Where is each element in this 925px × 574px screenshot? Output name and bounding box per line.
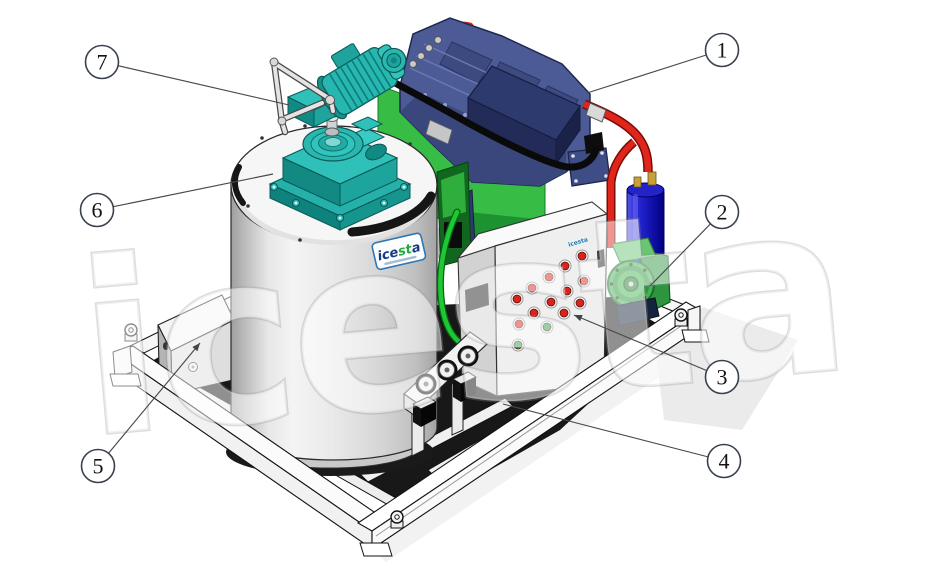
pipe-union xyxy=(585,102,607,123)
sticker-text-ice: ice xyxy=(376,245,400,264)
refrigeration-circuit xyxy=(582,99,671,327)
water-box xyxy=(157,294,235,395)
sticker-text-st: st xyxy=(397,242,415,260)
panel-button-red xyxy=(527,306,541,320)
panel-handle xyxy=(597,249,605,268)
panel-button-red xyxy=(560,284,574,298)
water-pipes xyxy=(269,57,337,136)
lifting-lug xyxy=(674,308,688,327)
callout-leader-line xyxy=(649,223,711,287)
callout-5-water-box: 5 xyxy=(80,342,201,484)
panel-button-red xyxy=(577,274,591,288)
callout-leader-line xyxy=(108,342,201,454)
callout-circle xyxy=(84,44,120,80)
panel-top xyxy=(456,201,609,260)
callout-number: 6 xyxy=(92,198,103,223)
callout-number: 4 xyxy=(719,449,730,474)
terminal-box-side xyxy=(555,104,581,166)
panel-button-red xyxy=(558,259,572,273)
foot-pad xyxy=(359,542,393,557)
solenoid-valve xyxy=(451,371,478,402)
callout-number: 5 xyxy=(93,454,104,479)
lifting-lug xyxy=(390,510,404,529)
drive-motor xyxy=(316,43,407,120)
panel-button-green xyxy=(540,320,554,334)
callout-number: 7 xyxy=(97,50,108,75)
callout-circle xyxy=(704,359,740,395)
gauge xyxy=(457,345,479,367)
panel-button-red xyxy=(525,281,539,295)
watermark-text: icesta xyxy=(68,149,853,492)
control-panel: icesta xyxy=(456,201,609,397)
solenoid-valve xyxy=(411,396,438,427)
panel-button-red xyxy=(510,292,524,306)
callout-circle xyxy=(706,443,742,479)
lifting-lug xyxy=(124,323,138,342)
callout-circle xyxy=(704,194,740,230)
refrigerant-pump xyxy=(607,237,671,327)
callout-arrowhead xyxy=(574,315,583,322)
callout-number: 3 xyxy=(717,365,728,390)
panel-buttons xyxy=(510,249,591,352)
callout-3-control-panel: 3 xyxy=(573,314,740,395)
panel-button-red xyxy=(512,317,526,331)
foot-pad xyxy=(681,329,710,343)
callout-number: 2 xyxy=(717,200,728,225)
name-plate xyxy=(425,119,453,145)
callout-leader-line xyxy=(117,65,290,106)
callout-arrowhead xyxy=(192,343,200,352)
callout-annotations: 1 2 3 4 5 6 7 xyxy=(79,32,742,484)
valve-manifold xyxy=(403,331,488,457)
pump-foot xyxy=(615,297,660,327)
sticker-text-a: a xyxy=(410,240,422,257)
brand-sticker: icesta xyxy=(371,232,427,271)
base-frame xyxy=(109,301,710,557)
gauge xyxy=(415,373,437,395)
panel-button-red xyxy=(544,295,558,309)
service-valves xyxy=(409,36,442,68)
callout-circle xyxy=(79,192,115,228)
panel-button-red xyxy=(573,296,587,310)
callout-leader-line xyxy=(586,54,707,94)
callout-leader-line xyxy=(573,314,708,372)
callout-6-gear-reducer: 6 xyxy=(79,173,274,228)
compressor xyxy=(378,17,611,187)
gauge xyxy=(436,359,458,381)
callout-leader-line xyxy=(502,403,709,458)
callout-4-base-frame: 4 xyxy=(502,403,742,479)
callout-1-compressor: 1 xyxy=(586,32,740,94)
panel-button-red xyxy=(575,249,589,263)
panel-button-red xyxy=(542,270,556,284)
corner-post xyxy=(112,345,133,379)
callout-circle xyxy=(704,32,740,68)
callout-number: 1 xyxy=(717,38,728,63)
gear-reducer xyxy=(268,43,412,231)
suction-hose xyxy=(378,72,600,171)
callout-circle xyxy=(80,448,116,484)
callout-2-refrigerant-pump: 2 xyxy=(649,194,740,287)
callout-leader-line xyxy=(113,173,274,208)
panel-button-red xyxy=(557,306,571,320)
svg-text:icesta: icesta xyxy=(376,240,422,264)
callout-7-water-distribution-pipes: 7 xyxy=(84,44,290,106)
panel-button-green xyxy=(511,338,525,352)
foot-pad xyxy=(109,373,142,387)
drum-opening-arc xyxy=(347,191,436,237)
aux-equipment xyxy=(436,161,476,349)
